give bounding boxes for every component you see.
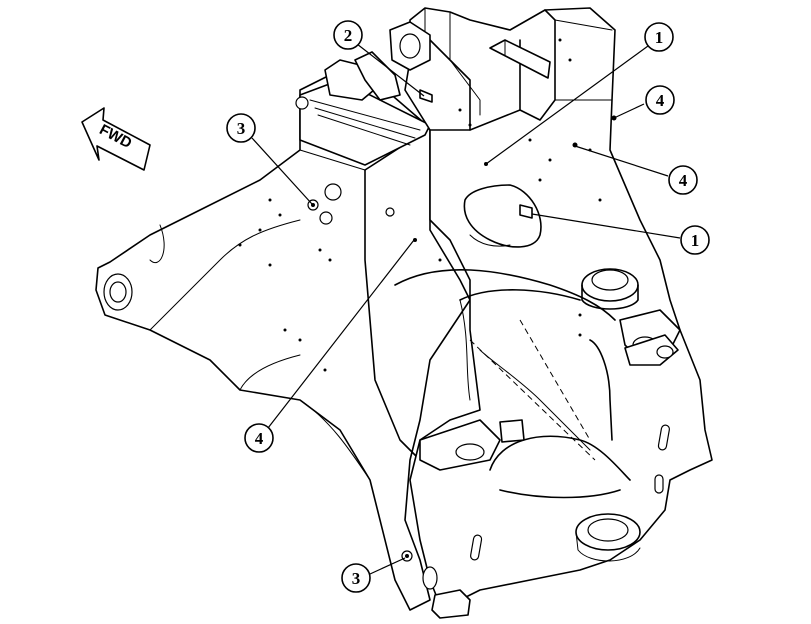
leader-1-mid xyxy=(531,213,681,239)
callout-3-left: 3 xyxy=(226,113,256,143)
fwd-arrow: FWD xyxy=(81,107,151,171)
callout-4-right-mid: 4 xyxy=(668,165,698,195)
leader-4-right-top xyxy=(613,103,645,119)
callout-1-top: 1 xyxy=(644,22,674,52)
front-left-arm xyxy=(95,74,471,611)
leader-lines xyxy=(251,43,681,575)
callout-1-mid: 1 xyxy=(680,225,710,255)
callout-3-left-label: 3 xyxy=(237,119,246,138)
callout-4-right-top-label: 4 xyxy=(656,91,665,110)
callout-1-mid-label: 1 xyxy=(691,231,700,250)
callout-2-label: 2 xyxy=(344,26,353,45)
leader-3-left xyxy=(251,137,313,205)
callout-4-right-top: 4 xyxy=(645,85,675,115)
callout-4-right-mid-label: 4 xyxy=(679,171,688,190)
callout-3-bottom: 3 xyxy=(341,563,371,593)
callout-1-top-label: 1 xyxy=(655,28,664,47)
leader-1-top xyxy=(485,45,649,165)
callout-4-center: 4 xyxy=(244,423,274,453)
leader-4-center xyxy=(267,239,415,429)
main-frame xyxy=(324,7,713,619)
leader-3-bottom xyxy=(369,557,406,575)
callout-3-bottom-label: 3 xyxy=(352,569,361,588)
callout-4-center-label: 4 xyxy=(255,429,264,448)
leader-2 xyxy=(356,43,425,97)
callout-2: 2 xyxy=(333,20,363,50)
leader-4-right-mid xyxy=(574,145,669,177)
